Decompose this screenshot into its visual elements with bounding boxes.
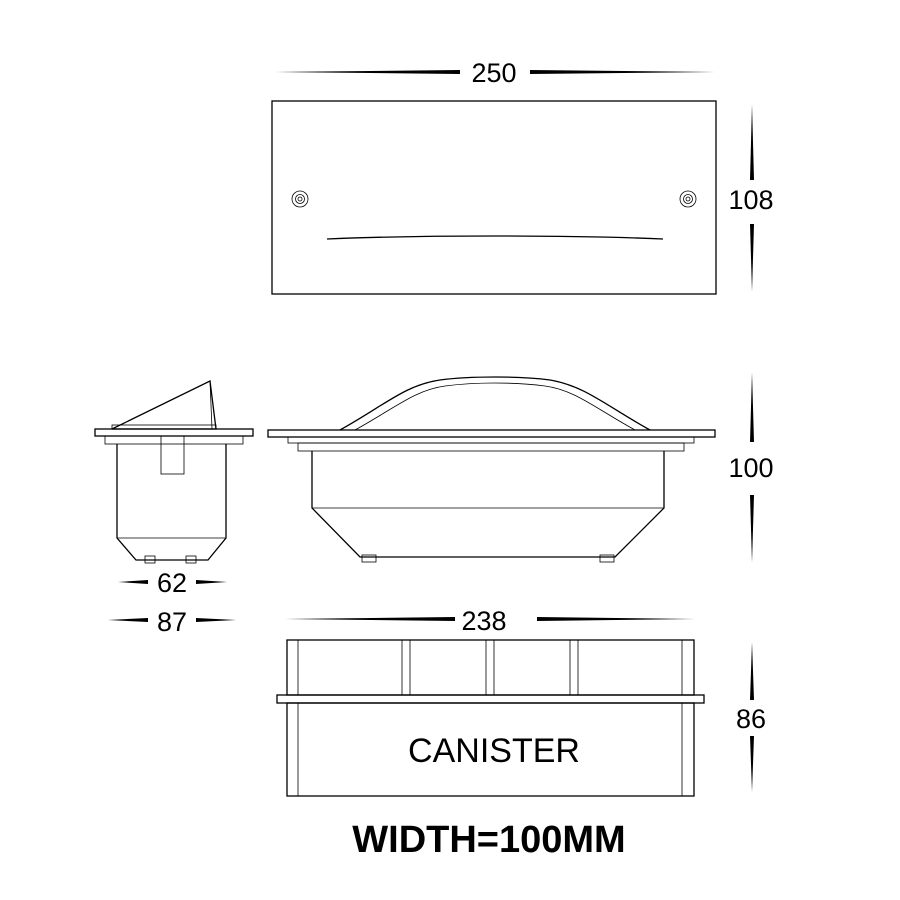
arrow-right xyxy=(530,70,715,74)
arrow-right xyxy=(196,618,236,622)
end-cover-edge xyxy=(209,380,213,430)
side-flange-step xyxy=(287,436,695,444)
screw-left xyxy=(291,190,309,208)
dimension-62: 62 xyxy=(118,568,227,598)
canister-lower xyxy=(286,702,695,797)
dimension-238: 238 xyxy=(285,606,695,636)
dimension-100: 100 xyxy=(728,372,774,563)
arrow-top xyxy=(750,642,754,700)
end-bracket xyxy=(160,435,185,475)
canister-upper xyxy=(286,639,695,696)
side-view: 100 xyxy=(267,372,774,563)
end-foot-left xyxy=(144,555,156,564)
dim-label-87: 87 xyxy=(157,607,187,637)
dim-label-62: 62 xyxy=(157,568,187,598)
canister-view: 238 CANISTER 86 xyxy=(276,606,766,797)
side-body xyxy=(311,451,665,558)
arrow-top xyxy=(750,104,754,180)
dim-label-100: 100 xyxy=(728,453,773,483)
side-dome xyxy=(339,376,651,431)
end-cover-base xyxy=(111,424,217,430)
arrow-top xyxy=(750,372,754,442)
canister-label: CANISTER xyxy=(408,732,580,770)
side-foot-right xyxy=(599,554,615,563)
arrow-right xyxy=(196,580,227,584)
arrow-left xyxy=(118,580,148,584)
end-view: 62 87 xyxy=(94,380,254,637)
canister-lip xyxy=(276,694,705,704)
top-view: 250 108 xyxy=(271,58,774,295)
light-slot xyxy=(326,235,664,240)
screw-right xyxy=(679,190,697,208)
canister-ribs xyxy=(297,640,683,796)
end-body xyxy=(116,444,227,561)
width-note: WIDTH=100MM xyxy=(352,819,625,861)
arrow-bottom xyxy=(750,736,754,792)
dimension-108: 108 xyxy=(728,104,774,292)
dimension-86: 86 xyxy=(736,642,766,792)
end-foot-right xyxy=(185,555,197,564)
faceplate-outline xyxy=(271,100,717,295)
side-flange xyxy=(267,429,716,438)
dim-label-238: 238 xyxy=(461,606,506,636)
dim-label-86: 86 xyxy=(736,704,766,734)
dimension-250: 250 xyxy=(275,58,715,88)
side-foot-left xyxy=(361,554,377,563)
dim-label-108: 108 xyxy=(728,185,773,215)
arrow-right xyxy=(537,617,695,621)
side-dome-inner xyxy=(354,382,636,431)
dimension-87: 87 xyxy=(108,607,236,637)
dim-label-250: 250 xyxy=(471,58,516,88)
side-gasket xyxy=(297,442,685,452)
arrow-left xyxy=(108,618,148,622)
end-cover xyxy=(111,380,217,430)
arrow-bottom xyxy=(750,224,754,292)
end-flange-lower xyxy=(104,435,244,445)
arrow-bottom xyxy=(750,495,754,563)
arrow-left xyxy=(275,70,460,74)
end-flange xyxy=(94,428,254,437)
arrow-left xyxy=(285,617,455,621)
